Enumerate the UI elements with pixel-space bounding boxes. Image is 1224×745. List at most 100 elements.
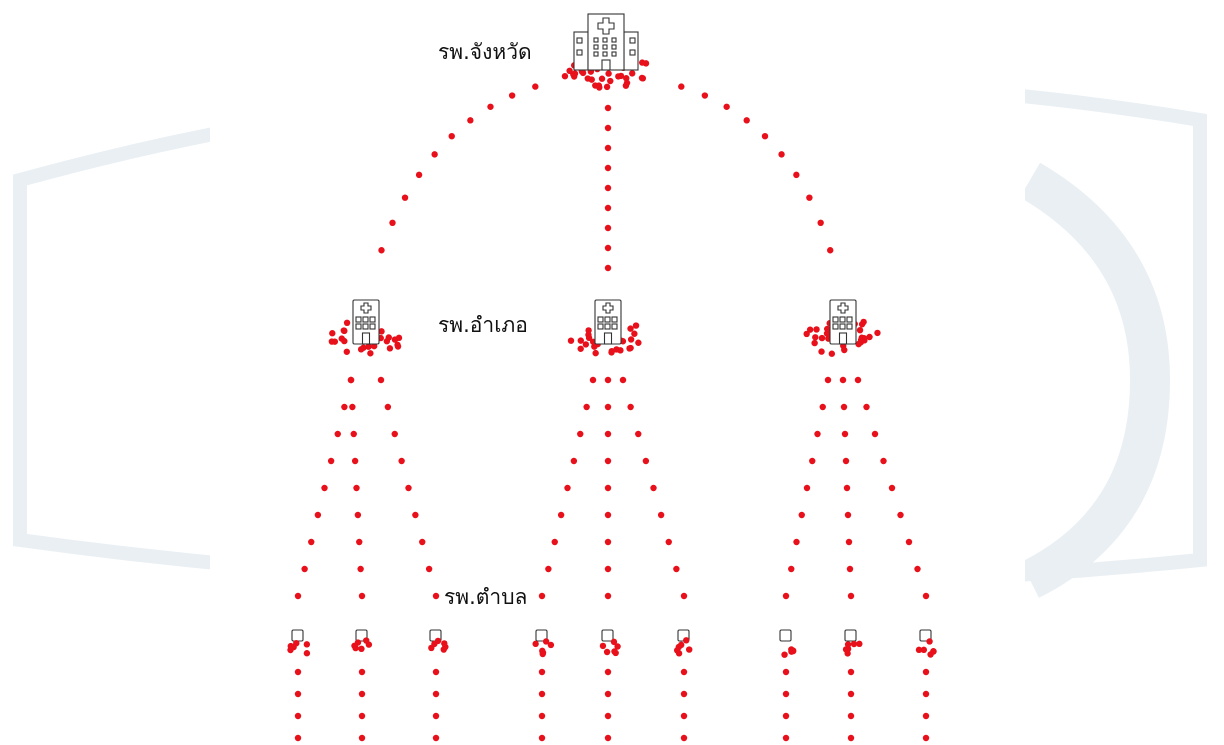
cluster-dot [828, 350, 836, 357]
connector-dot [922, 734, 930, 742]
connector-dot [680, 668, 688, 676]
connector-dot [604, 403, 612, 411]
cluster-dot [627, 325, 634, 332]
cluster-dot [341, 337, 348, 345]
cluster-dot [585, 331, 592, 339]
connector-dot [880, 457, 887, 465]
cluster-dot [383, 338, 391, 345]
connector-dot [294, 668, 302, 676]
connector-dot [358, 592, 366, 600]
cluster-dot [866, 333, 873, 341]
cluster-dot [358, 645, 365, 653]
connector-dot [357, 565, 364, 573]
cluster-dot [343, 319, 351, 327]
connector-dot [604, 511, 612, 519]
cluster-dot [539, 650, 546, 658]
connector-dot [814, 430, 821, 438]
connector-dot [545, 565, 552, 573]
cluster-dot [441, 640, 448, 647]
cluster-dot [378, 328, 385, 335]
cluster-dot [367, 350, 374, 357]
cluster-dot [686, 646, 693, 653]
small-clinic-icon [601, 629, 614, 642]
connector-dot [347, 376, 355, 384]
cluster-dot [683, 637, 690, 644]
connector-dot [351, 457, 359, 465]
connector-dot [294, 712, 302, 720]
connector-dot [680, 592, 688, 600]
connector-dot [604, 538, 612, 546]
connector-dot [871, 430, 879, 438]
connector-dot [538, 712, 546, 720]
connector-dot [827, 247, 834, 254]
connector-dot [840, 403, 848, 411]
connector-dot [358, 690, 366, 698]
connector-dot [819, 403, 826, 411]
cluster-dot [627, 336, 635, 343]
connector-dot [538, 690, 546, 698]
connector-dot [922, 712, 930, 720]
small-clinic-icon [291, 629, 304, 642]
small-clinic-icon [844, 629, 857, 642]
connector-dot [604, 264, 612, 272]
connector-dot [844, 511, 852, 519]
connector-dot [723, 103, 730, 110]
connector-dot [487, 103, 494, 110]
connector-dot [782, 690, 790, 698]
connector-dot [604, 592, 612, 600]
connector-dot [782, 592, 790, 600]
connector-dot [782, 712, 790, 720]
connector-dot [847, 712, 855, 720]
connector-dot [604, 712, 612, 720]
connector-dot [294, 690, 302, 698]
cluster-dot [811, 339, 818, 347]
connector-dot [842, 457, 850, 465]
cluster-dot [615, 73, 622, 80]
connector-dot [327, 457, 335, 465]
cluster-dot [331, 338, 339, 345]
connector-dot [847, 734, 855, 742]
connector-dot [604, 565, 612, 573]
cluster-dot [394, 341, 401, 349]
connector-dot [778, 151, 785, 158]
connector-dot [847, 668, 855, 676]
connector-dot [922, 668, 930, 676]
connector-dot [619, 376, 627, 384]
connector-dot [604, 104, 612, 112]
connector-dot [358, 712, 366, 720]
connector-dot [701, 92, 709, 99]
cluster-dot [858, 321, 866, 328]
cluster-dot [673, 647, 681, 654]
connector-dot [604, 204, 612, 212]
connector-dot [847, 592, 855, 600]
cluster-dot [532, 640, 539, 648]
connector-dot [538, 734, 546, 742]
cluster-dot [598, 75, 606, 82]
connector-dot [431, 151, 438, 158]
cluster-dot [818, 334, 826, 342]
cluster-dot [582, 341, 590, 348]
connector-dot [888, 484, 896, 492]
cluster-dot [303, 650, 311, 657]
connector-dot [657, 511, 665, 519]
connector-dot [782, 734, 790, 742]
connector-dot [448, 132, 455, 140]
cluster-dot [605, 70, 612, 77]
cluster-dot [577, 345, 584, 352]
connector-dot [604, 430, 612, 438]
small-clinic-icon [779, 629, 792, 642]
connector-dot [642, 457, 650, 465]
cluster-dot [561, 72, 569, 80]
connector-dot [743, 117, 750, 124]
connector-dot [788, 565, 795, 573]
cluster-dot [635, 339, 642, 346]
cluster-dot [386, 345, 394, 352]
connector-dot [922, 592, 930, 600]
connector-dot [314, 511, 322, 519]
label-subdistrict-hospital: รพ.ตำบล [444, 585, 528, 609]
connector-dot [350, 430, 357, 438]
connector-dot [604, 457, 612, 465]
cluster-dot [841, 346, 848, 354]
cluster-dot [629, 70, 636, 77]
connector-dot [508, 92, 516, 99]
